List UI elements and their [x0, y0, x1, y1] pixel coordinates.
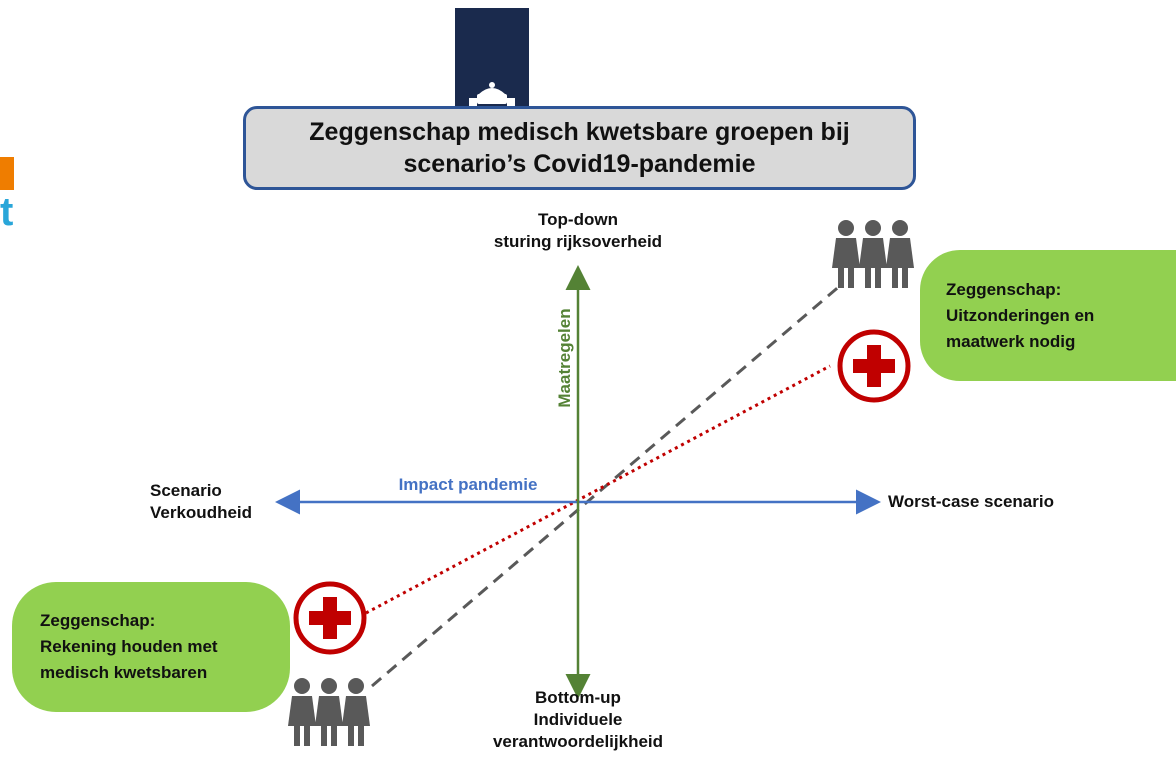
- top-axis-label-line-2: sturing rijksoverheid: [493, 232, 663, 251]
- bubble-top-right: Zeggenschap: Uitzonderingen en maatwerk …: [920, 250, 1176, 381]
- top-axis-label-line-1: Top-down: [538, 210, 618, 229]
- bubble-top-right-line-1: Zeggenschap:: [946, 279, 1062, 299]
- title-box: Zeggenschap medisch kwetsbare groepen bi…: [243, 106, 916, 190]
- left-axis-label-line-2: Verkoudheid: [150, 503, 253, 522]
- people-group-icon: [832, 220, 914, 288]
- bottom-axis-label: Bottom-up Individuele verantwoordelijkhe…: [468, 687, 688, 753]
- left-orange-fragment: [0, 157, 14, 190]
- vertical-axis-label: Maatregelen: [555, 308, 574, 407]
- red-cross-icon: [293, 581, 367, 655]
- left-blue-fragment-icon: t: [0, 190, 14, 234]
- logo-bar: [455, 8, 529, 106]
- bubble-top-right-line-2: Uitzonderingen en: [946, 305, 1095, 325]
- bottom-axis-label-line-3: verantwoordelijkheid: [492, 732, 664, 751]
- bubble-bottom-left: Zeggenschap: Rekening houden met medisch…: [12, 582, 290, 712]
- title-line-1: Zeggenschap medisch kwetsbare groepen bi…: [309, 118, 850, 146]
- dashed-trend-line: [371, 282, 843, 688]
- red-cross-icon: [837, 329, 911, 403]
- right-axis-label: Worst-case scenario: [888, 492, 1054, 511]
- crown-logo-icon: [469, 82, 515, 106]
- title-line-2: scenario’s Covid19-pandemie: [403, 150, 756, 178]
- people-group-icon: [288, 678, 370, 746]
- bubble-bottom-left-line-2: Rekening houden met: [40, 637, 218, 656]
- bottom-axis-label-line-1: Bottom-up: [535, 688, 621, 707]
- top-axis-label: Top-down sturing rijksoverheid: [470, 209, 686, 253]
- bubble-bottom-left-line-1: Zeggenschap:: [40, 611, 156, 630]
- bubble-top-right-line-3: maatwerk nodig: [946, 331, 1076, 351]
- left-axis-label-line-1: Scenario: [150, 481, 222, 500]
- horizontal-axis-label: Impact pandemie: [399, 475, 538, 494]
- left-axis-label: Scenario Verkoudheid: [150, 480, 252, 524]
- bubble-bottom-left-line-3: medisch kwetsbaren: [40, 663, 208, 682]
- bottom-axis-label-line-2: Individuele: [533, 710, 623, 729]
